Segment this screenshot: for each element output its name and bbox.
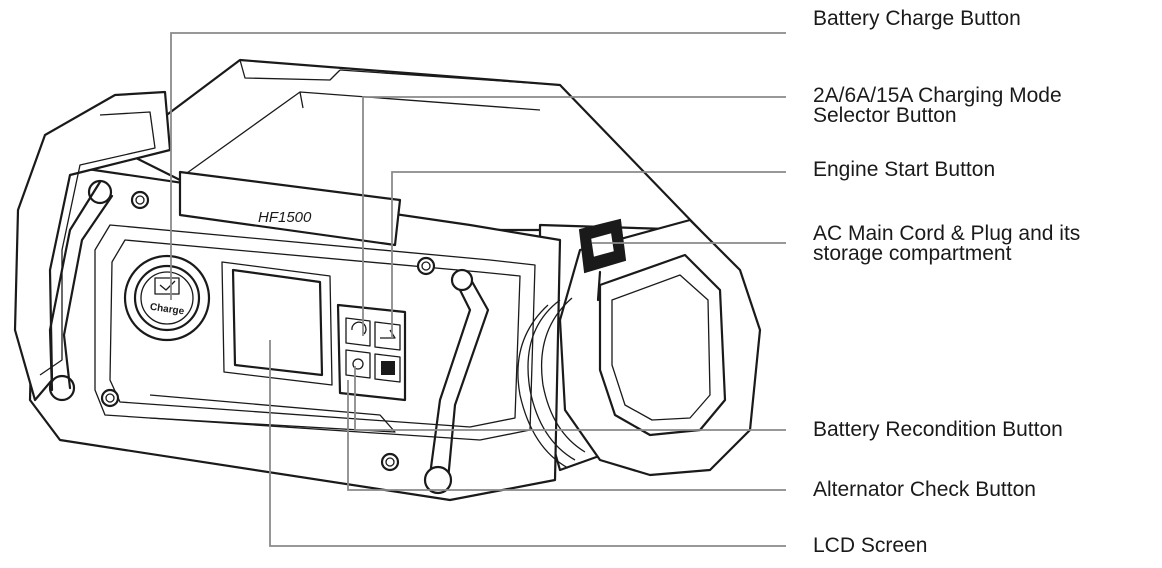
mode-selector-icon [351,321,367,335]
callout-engine-start-line-1: Engine Start Button [813,158,996,181]
recondition-icon [352,358,364,370]
callout-mode-selector-line-1: 2A/6A/15A Charging Mode [813,84,1062,107]
model-label: HF1500 [258,209,312,226]
left-bumper [13,90,172,408]
callout-lcd-line-1: LCD Screen [813,534,928,557]
callout-alternator-line-1: Alternator Check Button [813,478,1036,501]
callout-alternator: Alternator Check Button [813,478,1036,501]
callout-battery-charge: Battery Charge Button [813,7,1021,30]
charge-button: Charge [123,254,211,342]
callout-ac-cord-line-2: storage compartment [813,242,1012,265]
leader-lines [170,32,786,547]
leader-battery-charge [170,32,786,300]
callout-lcd: LCD Screen [813,534,928,557]
charge-button-text: Charge [149,302,185,318]
lcd-screen [221,261,333,386]
callout-battery-charge-line-1: Battery Charge Button [813,7,1021,30]
callout-engine-start: Engine Start Button [813,158,996,181]
right-bumper [380,256,490,495]
leader-alternator [347,380,786,491]
leader-lcd [269,340,786,547]
alternator-icon [381,361,395,375]
leader-recondition [354,366,786,431]
leader-mode-selector [362,96,786,336]
callout-ac-cord-line-1: AC Main Cord & Plug and its [813,222,1081,245]
callout-mode-selector-line-2: Selector Button [813,104,957,127]
callout-recondition: Battery Recondition Button [813,418,1063,441]
callout-ac-cord: AC Main Cord & Plug and its storage comp… [813,222,1081,265]
leader-engine-start [391,171,786,338]
cord-compartment [517,218,762,477]
callout-mode-selector: 2A/6A/15A Charging Mode Selector Button [813,84,1062,127]
callout-recondition-line-1: Battery Recondition Button [813,418,1063,441]
